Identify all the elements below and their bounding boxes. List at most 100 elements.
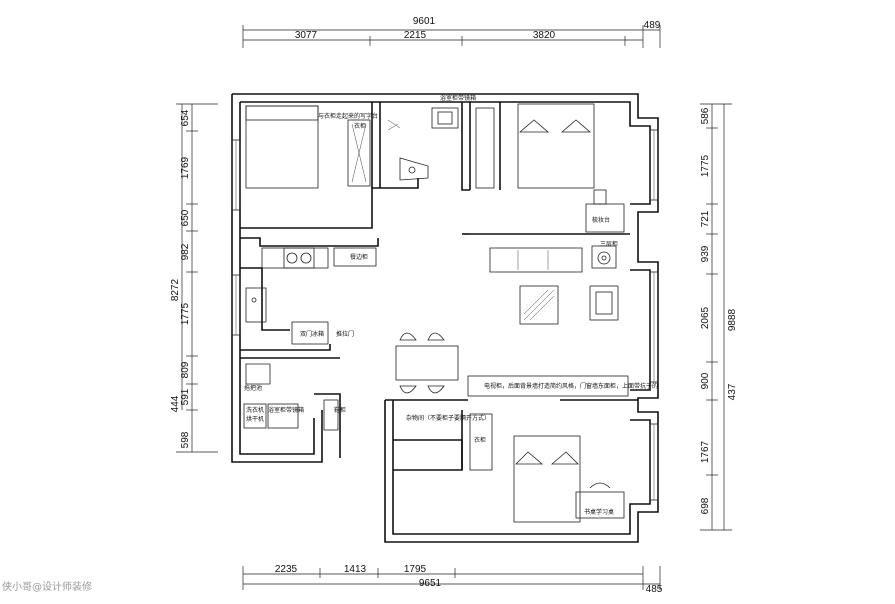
left-seg-5: 1775 [180, 302, 191, 325]
tv-cabinet [467, 375, 629, 397]
label-wardrobe-2: 衣柜 [474, 436, 486, 444]
bed-3 [513, 435, 581, 523]
kitchen-counter [261, 247, 329, 269]
bed-2-pillow-left [518, 119, 550, 133]
label-tv-wall: 电视柜，后面背景墙打造简约风格，门窗墙东面柜，上面带抗子的 [484, 382, 658, 390]
top-seg-2: 2215 [404, 30, 427, 41]
bottom-offset-dim: 485 [646, 584, 663, 595]
top-offset-dim: 489 [644, 20, 661, 31]
label-dryer: 烘干机 [246, 415, 264, 423]
bed-3-pillow-left [515, 451, 544, 465]
bed-2-pillow-right [560, 119, 592, 133]
label-storage: 杂物间（不要柜子要隔开方式） [406, 414, 490, 422]
exterior-walls [231, 93, 659, 543]
chair-4 [427, 385, 445, 394]
label-wardrobe-1: 衣柜 [354, 122, 366, 130]
left-seg-1: 654 [180, 109, 191, 126]
chair-3 [399, 385, 417, 394]
label-laundry: 洗衣机 [246, 406, 264, 414]
left-seg-8: 598 [180, 431, 191, 448]
label-fridge: 双门冰箱 [300, 330, 324, 338]
bottom-total-dim: 9651 [419, 578, 442, 589]
bedroom-1: 与衣柜走起来的写字台 衣柜 [245, 105, 378, 189]
top-seg-3: 3820 [533, 30, 556, 41]
study-chair [589, 482, 611, 489]
top-dimensions: 9601 489 3077 2215 3820 [242, 16, 661, 48]
left-extra-dim: 444 [170, 395, 181, 412]
wardrobe-1 [347, 119, 371, 187]
toilet-top [399, 157, 429, 181]
bottom-seg-3: 1795 [404, 564, 427, 575]
side-table [591, 245, 617, 269]
right-extra-dim: 437 [727, 383, 738, 400]
side-cabinet [475, 107, 495, 189]
dining-cabinet [333, 247, 377, 267]
armchair-seat [595, 291, 613, 315]
toilet-bottom [245, 363, 271, 385]
bottom-seg-2: 1413 [344, 564, 367, 575]
right-seg-7: 1767 [700, 440, 711, 463]
bathroom-bottom: 拖把池 洗衣机 烘干机 浴室柜带镜箱 鞋柜 [243, 363, 346, 431]
watermark: 侠小哥@设计师装修 [2, 582, 92, 593]
chair-1 [399, 332, 417, 341]
shoe-cabinet [323, 399, 339, 431]
armchair [589, 285, 619, 321]
bedroom-2: 梳妆台 [475, 103, 625, 233]
left-dimensions: 654 1769 650 982 1775 809 591 598 8272 4… [170, 103, 218, 453]
right-seg-5: 2065 [700, 306, 711, 329]
bed-1 [245, 105, 319, 189]
bath-sink-cabinet [431, 107, 459, 129]
coffee-table [519, 285, 559, 325]
left-seg-7: 591 [180, 388, 191, 405]
bottom-dimensions: 2235 1413 1795 9651 485 [242, 564, 663, 595]
fridge [291, 321, 329, 345]
right-seg-6: 900 [700, 372, 711, 389]
bath-sink [437, 111, 453, 125]
study-desk [575, 491, 625, 519]
top-total-dim: 9601 [413, 16, 436, 27]
sofa [489, 247, 583, 273]
label-wardrobe-desk: 与衣柜走起来的写字台 [318, 112, 378, 120]
label-sliding-door: 推拉门 [336, 330, 354, 338]
right-seg-4: 939 [700, 245, 711, 262]
living-room: 三层柜 电视柜，后面背景墙打造简约风格，门窗墙东面柜，上面带抗子的 [467, 240, 658, 397]
bed-1-pillow [245, 105, 319, 121]
chair-2 [427, 332, 445, 341]
left-seg-4: 982 [180, 243, 191, 260]
right-seg-8: 698 [700, 497, 711, 514]
stove [283, 247, 315, 269]
right-dimensions: 586 1775 721 939 2065 900 1767 698 9888 … [700, 103, 738, 531]
left-seg-2: 1769 [180, 156, 191, 179]
washer [243, 403, 267, 429]
bathroom-top: 浴室柜带镜箱 [387, 94, 476, 181]
wardrobe-2 [469, 413, 493, 471]
label-shoe-cabinet: 鞋柜 [334, 406, 346, 414]
vanity-stool [593, 189, 607, 205]
right-seg-3: 721 [700, 210, 711, 227]
bedroom-3: 杂物间（不要柜子要隔开方式） 衣柜 书桌学习桌 [406, 413, 625, 523]
right-seg-2: 1775 [700, 154, 711, 177]
bath-cabinet-bottom [267, 403, 299, 429]
right-total-dim: 9888 [727, 308, 738, 331]
left-total-dim: 8272 [170, 278, 181, 301]
dining-table [395, 345, 459, 381]
label-study-desk: 书桌学习桌 [584, 508, 614, 516]
left-seg-3: 650 [180, 209, 191, 226]
label-vanity: 梳妆台 [592, 216, 610, 224]
label-mop-sink: 拖把池 [244, 384, 262, 392]
label-sink-cabinet: 浴室柜带镜箱 [440, 94, 476, 102]
kitchen: 餐边柜 双门冰箱 推拉门 [245, 247, 377, 345]
top-seg-1: 3077 [295, 30, 318, 41]
dining-area [395, 332, 459, 394]
bottom-seg-1: 2235 [275, 564, 298, 575]
right-seg-1: 586 [700, 107, 711, 124]
bed-2 [517, 103, 595, 189]
label-dining-cabinet: 餐边柜 [350, 253, 368, 261]
label-bath-cabinet: 浴室柜带镜箱 [268, 406, 304, 414]
shower-icon [387, 119, 401, 131]
label-tv-note: 三层柜 [600, 240, 618, 248]
left-seg-6: 809 [180, 361, 191, 378]
bed-3-pillow-right [550, 451, 579, 465]
interior-walls [240, 102, 638, 471]
